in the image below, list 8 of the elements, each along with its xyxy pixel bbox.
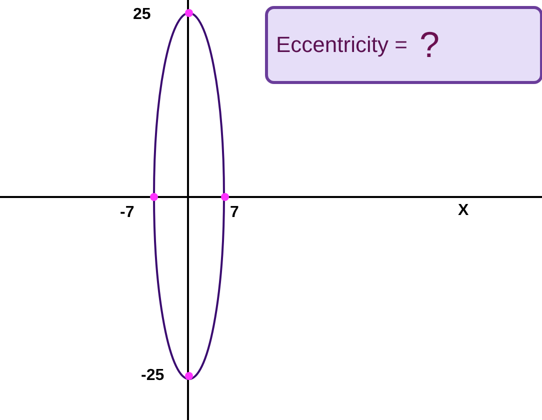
axis-value-label: -7 [120,204,134,222]
question-panel [265,6,542,84]
axis-value-label: 7 [230,204,239,222]
axis-value-label: X [458,202,469,220]
question-mark-text: ? [419,24,440,66]
axis-value-label: 25 [133,6,151,24]
axis-value-label: -25 [141,367,164,385]
formula-text: Eccentricity = [276,32,408,58]
